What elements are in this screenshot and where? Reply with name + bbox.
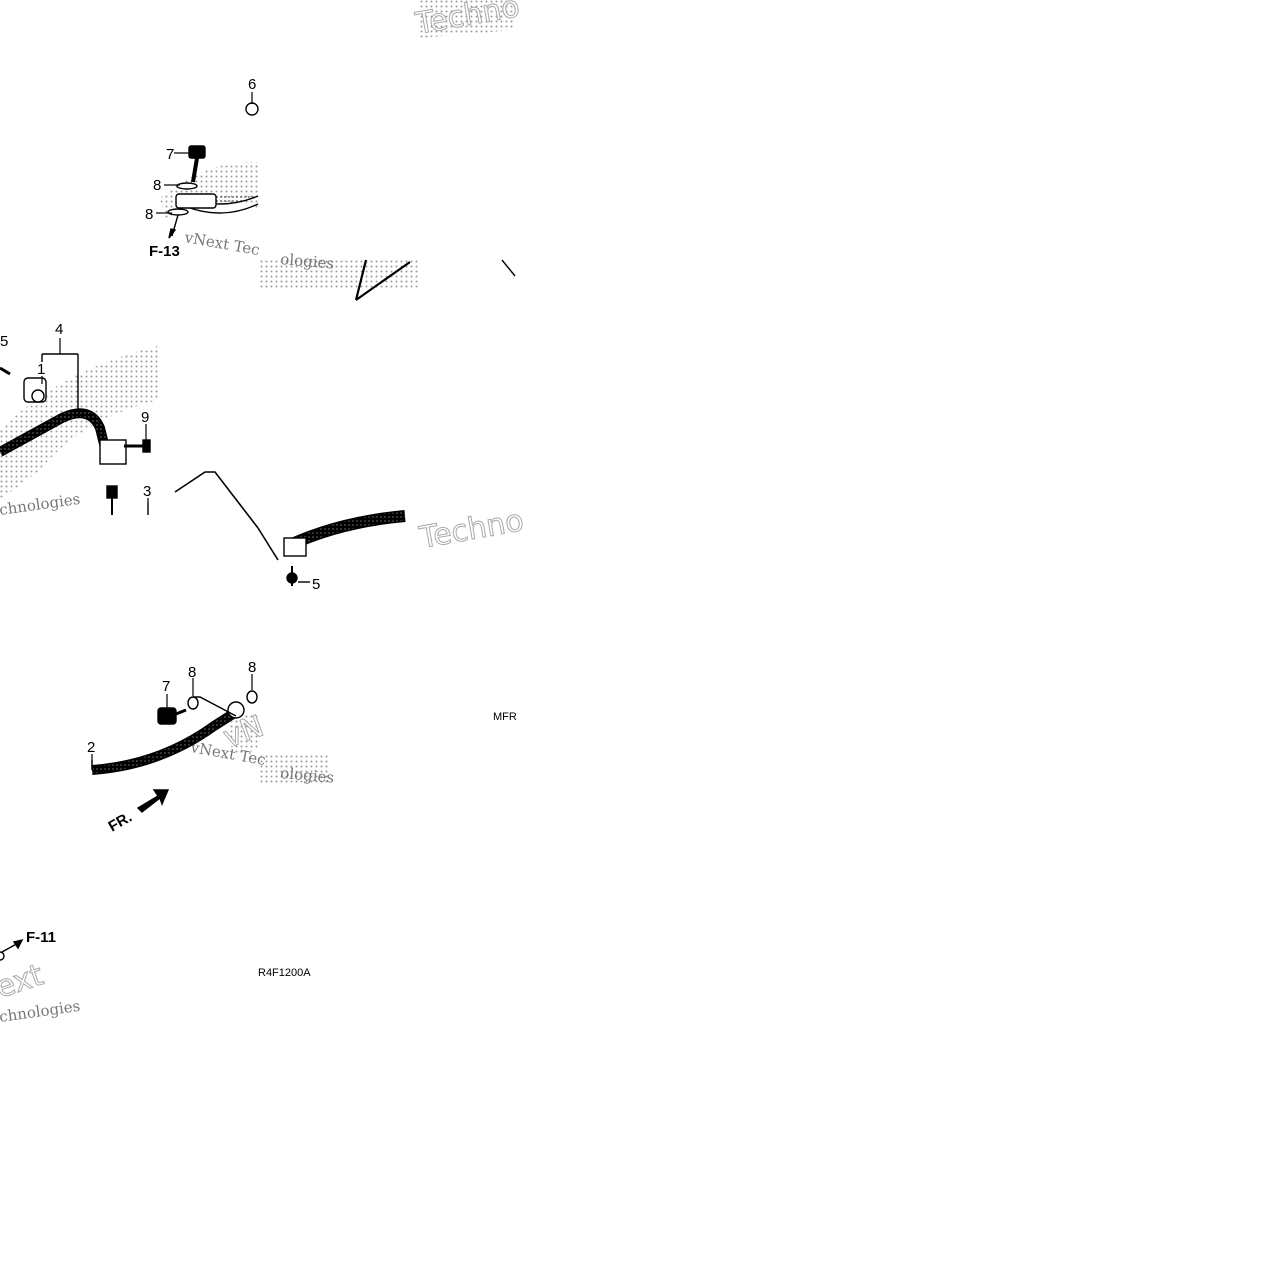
watermark-text: chnologies [0, 490, 81, 519]
arrow-f11 [12, 938, 24, 950]
callouts: 7 8 8 6 4 5 1 9 3 5 7 8 8 2 [0, 76, 320, 756]
callout-8-upper: 8 [153, 177, 161, 194]
front-direction-label: FR. [106, 809, 135, 836]
arrow-f13 [168, 228, 177, 239]
part-code: R4F1200A [258, 967, 311, 979]
leader-lines [41, 92, 253, 770]
hose-clamp [99, 439, 127, 465]
middle-hose-assembly [0, 353, 406, 586]
banjo-bolt [188, 145, 206, 159]
reference-labels: F-13 F-11 FR. MFR R4F1200A [26, 243, 517, 979]
sealing-washer [246, 690, 258, 704]
lower-hose-assembly [0, 690, 258, 961]
bolt [0, 366, 11, 376]
hose-fitting [175, 193, 217, 209]
watermark-text: ext [0, 958, 48, 1006]
front-direction-arrow [136, 789, 170, 813]
callout-8-lower-right: 8 [248, 659, 256, 676]
bleeder [106, 485, 118, 499]
callout-7-upper: 7 [166, 146, 174, 163]
ref-f13: F-13 [149, 243, 180, 260]
watermark-text: Techno [412, 0, 522, 42]
callout-3: 3 [143, 483, 151, 500]
callout-8-lower: 8 [188, 664, 196, 681]
callout-7-lower: 7 [162, 678, 170, 695]
watermark-text: ologies [280, 250, 335, 273]
watermark-text: vNext Tec [182, 228, 261, 259]
callout-5-right: 5 [312, 576, 320, 593]
callout-8-upper-lower: 8 [145, 206, 153, 223]
watermark-layer: Techno Techno vNext Tec ologies vNext Te… [0, 0, 527, 1026]
sealing-washer [167, 208, 189, 216]
sealing-washer [176, 182, 198, 190]
mfr-code: MFR [493, 711, 517, 723]
callout-6: 6 [248, 76, 256, 93]
sealing-washer [187, 696, 199, 710]
callout-5-left: 5 [0, 333, 8, 350]
watermark-text: Techno [416, 503, 526, 556]
callout-4: 4 [55, 321, 63, 338]
callout-2: 2 [87, 739, 95, 756]
banjo-bolt [157, 707, 177, 725]
hose-fitting [283, 537, 307, 557]
callout-1: 1 [37, 361, 45, 378]
callout-9: 9 [141, 409, 149, 426]
watermark-text: ologies [280, 764, 335, 787]
upper-hose-assembly [167, 102, 516, 301]
ref-f11: F-11 [26, 929, 56, 946]
nut [245, 102, 259, 116]
